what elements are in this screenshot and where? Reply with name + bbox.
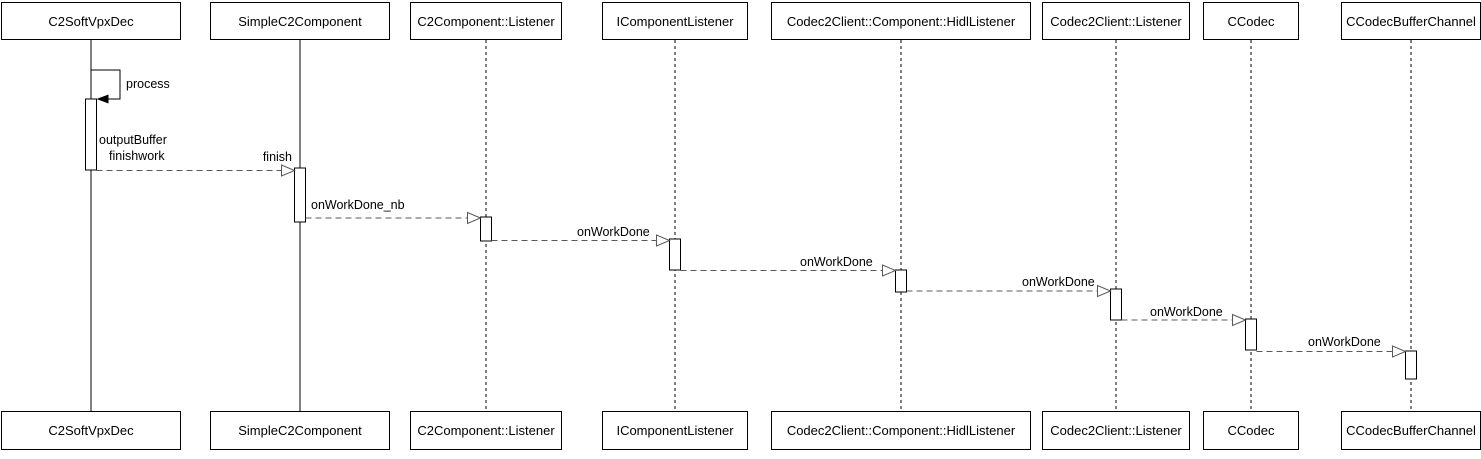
activation-bar-icomponentlistener [669,238,681,271]
activation-bar-c2component-listener [480,216,492,242]
message-label-6: onWorkDone [1308,335,1381,349]
participant-bottom-box-codec2client-listener: Codec2Client::Listener [1042,411,1190,450]
message-label-3: onWorkDone [800,255,873,269]
activation-bar-simplec2component [294,167,306,223]
participant-top-box-ccodecbufferchannel: CCodecBufferChannel [1341,2,1481,40]
message-label-2: onWorkDone [577,225,650,239]
participant-top-box-c2component-listener: C2Component::Listener [410,2,562,40]
annotation-label-1: finishwork [109,149,165,163]
participant-bottom-box-c2component-listener: C2Component::Listener [410,411,562,450]
participant-bottom-box-c2softvpxdec: C2SoftVpxDec [1,411,181,450]
message-label-4: onWorkDone [1022,275,1095,289]
activation-bar-ccodec [1245,318,1257,351]
activation-bar-ccodecbufferchannel [1405,350,1417,380]
activation-bar-c2softvpxdec [85,98,97,171]
participant-bottom-box-icomponentlistener: IComponentListener [602,411,748,450]
message-arrowhead-2 [656,234,671,247]
annotation-label-0: outputBuffer [99,133,167,147]
message-arrowhead-3 [882,264,897,277]
participant-bottom-box-ccodecbufferchannel: CCodecBufferChannel [1341,411,1481,450]
participant-bottom-box-simplec2component: SimpleC2Component [210,411,390,450]
message-arrowhead-0 [281,164,296,177]
message-label-1: onWorkDone_nb [311,198,405,212]
message-arrowhead-6 [1392,345,1407,358]
message-arrowhead-5 [1232,313,1247,327]
activation-bar-codec2client-listener [1110,288,1122,321]
participant-top-box-codec2client-component-hidllistener: Codec2Client::Component::HidlListener [771,2,1031,40]
message-label-5: onWorkDone [1150,305,1223,319]
self-message-label: process [126,77,170,91]
participant-top-box-icomponentlistener: IComponentListener [602,2,748,40]
participant-top-box-c2softvpxdec: C2SoftVpxDec [1,2,181,40]
activation-bar-codec2client-component-hidllistener [895,269,907,293]
participant-bottom-box-codec2client-component-hidllistener: Codec2Client::Component::HidlListener [771,411,1031,450]
participant-top-box-codec2client-listener: Codec2Client::Listener [1042,2,1190,40]
participant-top-box-simplec2component: SimpleC2Component [210,2,390,40]
message-label-0: finish [263,150,292,164]
message-arrowhead-4 [1097,284,1112,298]
message-arrowhead-1 [467,211,482,225]
participant-bottom-box-ccodec: CCodec [1203,411,1299,450]
participant-top-box-ccodec: CCodec [1203,2,1299,40]
self-message-line [91,69,121,100]
self-message-arrowhead [96,94,109,104]
